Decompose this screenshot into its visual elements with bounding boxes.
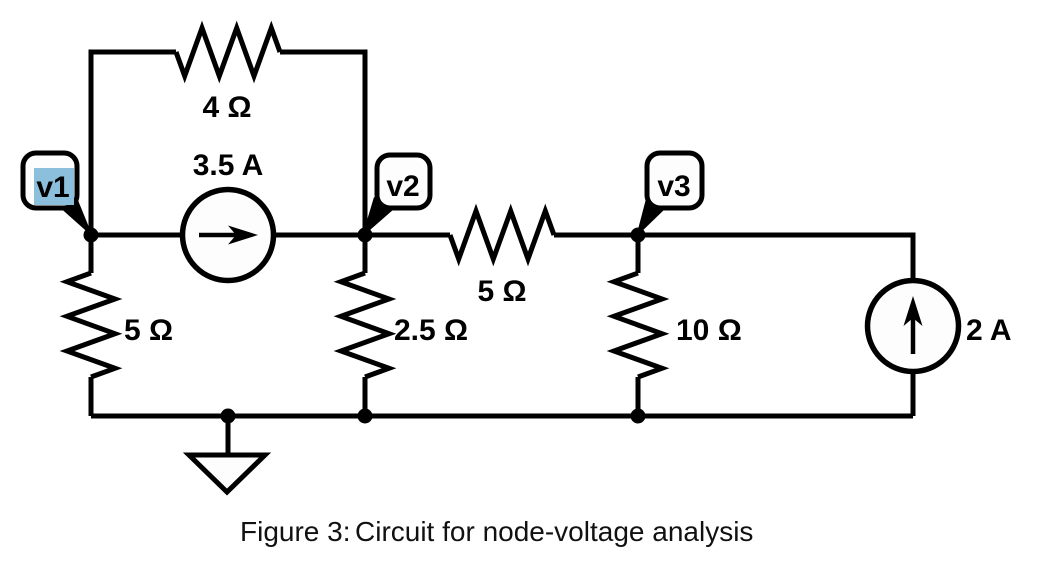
resistor-10ohm-label: 10 Ω [676,314,742,347]
node-v2-label: v2 [386,170,419,203]
junction-dot-ground [220,408,236,424]
node-v2-box [374,152,433,211]
resistor-2p5ohm-symbol [333,270,397,380]
current-source-middle-label: 3.5 A [193,149,264,182]
resistor-2p5ohm-label: 2.5 Ω [394,314,468,347]
resistor-5ohm-left-symbol [59,270,123,380]
up-arrow-icon [903,296,923,326]
figure-caption: Figure 3: Circuit for node-voltage analy… [240,516,753,547]
resistor-5ohm-mid-label: 5 Ω [477,275,526,308]
caption-title: Circuit for node-voltage analysis [355,516,753,547]
node-v1-label: v1 [36,171,69,204]
component-labels: 4 Ω 3.5 A 5 Ω 2.5 Ω 5 Ω 10 Ω 2 A [124,91,1012,347]
current-source-middle [179,186,277,284]
resistor-10ohm-symbol [606,270,670,380]
ground-triangle-icon [182,452,272,496]
resistors [59,20,670,380]
wire-top-right [280,49,368,235]
resistor-4ohm-label: 4 Ω [202,91,251,124]
right-arrow-icon [228,225,258,245]
current-source-right-label: 2 A [966,314,1012,347]
node-v1-highlight [34,168,74,205]
resistor-4ohm-symbol [173,20,283,84]
wire-top-left [88,49,176,235]
node-callouts: v1 v2 v3 [20,150,705,237]
junction-dot-bottom-v3 [630,408,646,424]
current-source-right [864,277,962,375]
ground-symbol [182,452,272,496]
junction-dot-bottom-v2 [357,408,373,424]
caption-figure-label: Figure 3: [240,516,351,547]
node-v3-box [644,150,705,211]
wire-v3-rail [554,232,916,280]
junction-dot-v2 [357,227,373,243]
resistor-5ohm-left-label: 5 Ω [124,314,173,347]
node-v3-label: v3 [657,170,690,203]
resistor-5ohm-mid-symbol [447,203,557,267]
